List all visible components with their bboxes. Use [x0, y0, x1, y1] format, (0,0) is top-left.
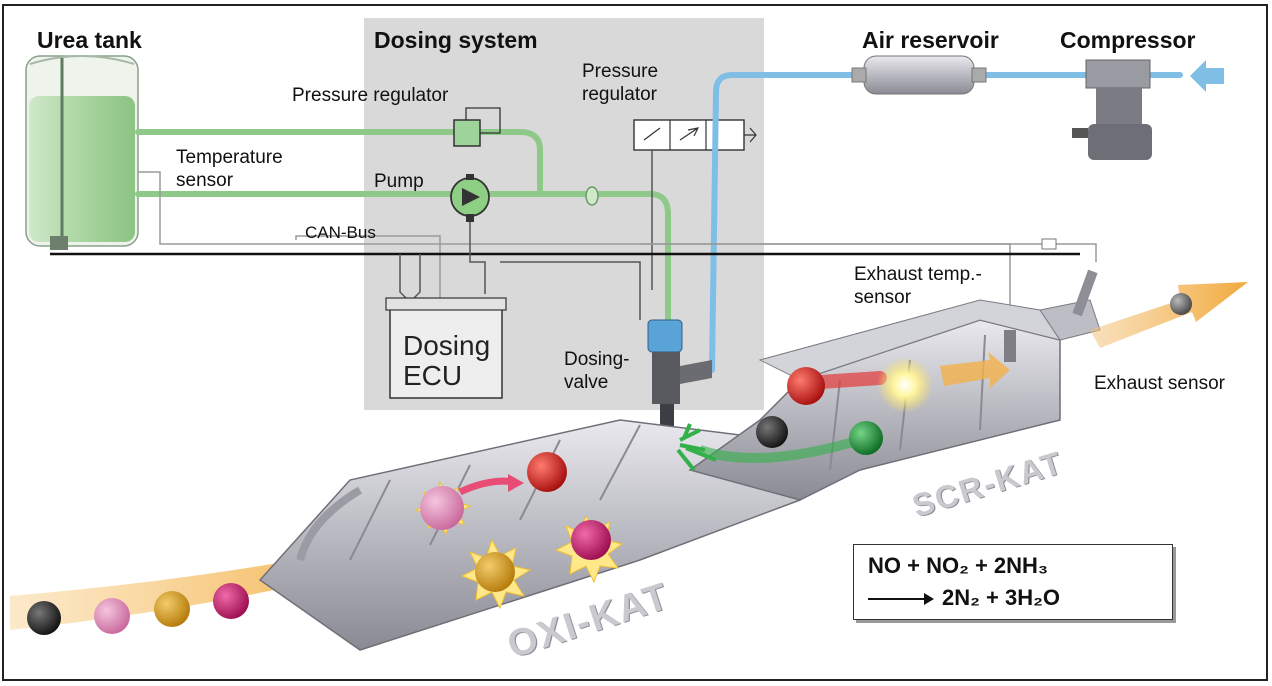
dosing-ecu-box [385, 297, 507, 399]
pm-ball-out [1170, 293, 1192, 315]
co-ball [475, 552, 515, 592]
exhaust-temp-sensor-label: Exhaust temp.- sensor [854, 264, 982, 308]
pressure-regulator-label: Pressure regulator [292, 85, 449, 106]
can-bus-label: CAN-Bus [305, 223, 376, 242]
dosing-ecu-label: Dosing ECU [403, 330, 491, 391]
air-pressure-regulator [633, 119, 757, 151]
pressure-regulator-valve [453, 107, 501, 147]
urea-tank [25, 55, 139, 250]
compressor [1072, 59, 1152, 160]
dosing-valve [647, 319, 712, 426]
pump-symbol [450, 174, 490, 222]
exhaust-sensor-label: Exhaust sensor [1094, 373, 1225, 394]
signal-lines [138, 171, 1097, 330]
hc-ball-in [213, 583, 249, 619]
urea-tank-title: Urea tank [37, 27, 142, 53]
equation-products-row: 2N₂ + 3H₂O [868, 585, 1060, 611]
pm-ball-in [27, 601, 61, 635]
pm-ball-mid [756, 416, 788, 448]
outer-frame [2, 4, 1268, 681]
reaction-arrow-icon [868, 593, 934, 606]
equation-products: 2N₂ + 3H₂O [942, 585, 1060, 610]
hc-ball [571, 520, 611, 560]
reaction-equation-box: NO + NO₂ + 2NH₃ 2N₂ + 3H₂O [853, 544, 1173, 620]
exhaust-outflow [1090, 282, 1248, 348]
air-inlet-arrow [1190, 60, 1224, 92]
air-reservoir [851, 55, 987, 95]
co-ball-in [154, 591, 190, 627]
air-line [709, 72, 1183, 373]
urea-spray [676, 423, 717, 472]
nox-ball [787, 367, 825, 405]
nh3-ball [849, 421, 883, 455]
molecules [27, 293, 1192, 635]
compressor-title: Compressor [1060, 27, 1196, 53]
equation-reactants: NO + NO₂ + 2NH₃ [868, 553, 1049, 578]
dosing-system-title: Dosing system [374, 27, 538, 53]
no2-ball [527, 452, 567, 492]
air-pressure-regulator-label: Pressure regulator [582, 61, 659, 105]
urea-lines [135, 129, 671, 333]
temperature-sensor-label: Temperature sensor [176, 147, 283, 191]
air-reservoir-title: Air reservoir [862, 27, 999, 53]
pump-label: Pump [374, 171, 424, 192]
dosing-valve-label: Dosing- valve [564, 349, 630, 393]
nc-ball-in [94, 598, 130, 634]
no-ball [420, 486, 464, 530]
